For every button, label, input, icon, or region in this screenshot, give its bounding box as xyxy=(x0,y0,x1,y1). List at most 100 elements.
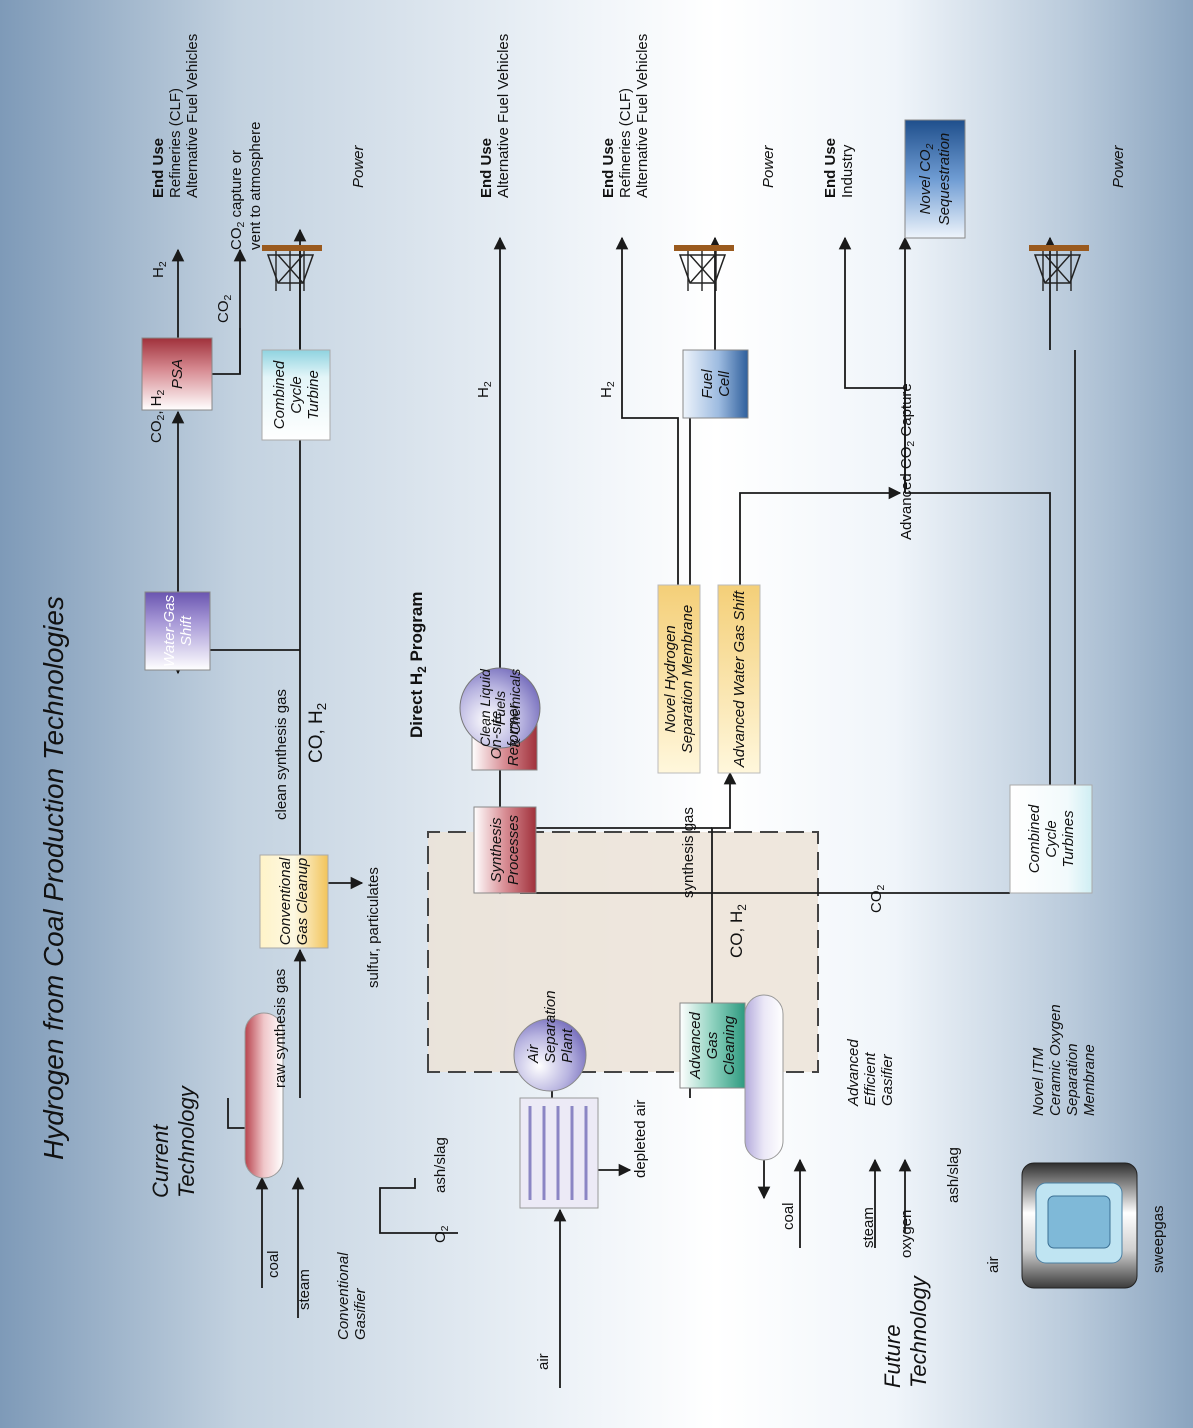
oxygen-label: oxygen xyxy=(898,1209,915,1258)
co2-h2-label: CO2, H2 xyxy=(148,389,168,443)
water-gas-shift-box: Water-Gas Shift xyxy=(145,592,210,670)
synthesis-gas-label: synthesis gas xyxy=(680,807,697,898)
sweepgas-label: sweepgas xyxy=(1150,1205,1167,1273)
box-line: Novel CO2 xyxy=(917,143,937,215)
fuel-cell-shape xyxy=(682,349,749,419)
box-line: Gas xyxy=(704,1031,721,1060)
end-use-heading: End Use xyxy=(822,137,839,198)
depleted-air-label: depleted air xyxy=(632,1099,649,1178)
box-line: Processes xyxy=(505,814,522,886)
end-use-line: Alternative Fuel Vehicles xyxy=(184,33,201,198)
label-line: Novel ITM xyxy=(1030,1047,1047,1116)
direct-h2-program-title: Direct H2 Program xyxy=(407,591,429,738)
combined-cycle-turbines-shape xyxy=(1009,784,1093,894)
box-line: & Chemicals xyxy=(506,668,523,748)
power-label: Power xyxy=(350,145,367,188)
co2-label-psa: CO2 xyxy=(215,294,235,323)
box-line: Shift xyxy=(177,616,195,647)
ash-slag-label: ash/slag xyxy=(432,1137,449,1193)
advanced-wgs-shape xyxy=(717,584,761,774)
conventional-gas-cleanup-box: Conventional Gas Cleanup xyxy=(260,855,328,948)
flow-arrow xyxy=(379,1178,458,1234)
end-use-line: Alternative Fuel Vehicles xyxy=(495,33,512,198)
advanced-wgs-box: Advanced Water Gas Shift xyxy=(718,585,760,773)
air-label-future: air xyxy=(985,1256,1002,1273)
ash-slag-label-future: ash/slag xyxy=(945,1147,962,1203)
label-line: Separation xyxy=(542,990,559,1063)
psa-shape xyxy=(141,337,213,411)
label-line: Advanced xyxy=(845,1039,862,1106)
end-use-heading: End Use xyxy=(150,137,167,198)
label-line: Ceramic Oxygen xyxy=(1047,1004,1064,1116)
flow-arrow xyxy=(615,236,679,585)
flow-arrow xyxy=(905,492,1051,785)
box-line: Advanced Water Gas Shift xyxy=(730,590,748,768)
coal-label: coal xyxy=(265,1250,282,1278)
synthesis-processes-shape xyxy=(473,806,537,894)
raw-synthesis-gas-label: raw synthesis gas xyxy=(272,968,289,1088)
box-line: Cycle xyxy=(1042,820,1060,858)
label-line: Membrane xyxy=(1081,1044,1098,1116)
flow-arrow xyxy=(838,236,906,493)
co2-capture-vent-label: CO2 capture or vent to atmosphere xyxy=(228,122,264,250)
end-use-heading: End Use xyxy=(600,137,617,198)
box-line: Turbine xyxy=(304,370,322,420)
page-title: Hydrogen from Coal Production Technologi… xyxy=(38,596,69,1160)
current-label-line: Technology xyxy=(174,1086,199,1198)
label-line: CO2 capture or xyxy=(228,149,248,250)
current-technology-label: Current Technology xyxy=(148,1086,200,1198)
advanced-gasifier-icon xyxy=(744,994,784,1161)
flow-arrow xyxy=(739,486,902,585)
end-use-row2: End Use Alternative Fuel Vehicles xyxy=(478,34,512,198)
flow-arrow xyxy=(212,328,241,375)
future-technology-label: Future Technology xyxy=(880,1276,932,1388)
conventional-gasifier-icon xyxy=(244,1012,284,1179)
end-use-row1: End Use Refineries (CLF) Alternative Fue… xyxy=(150,34,201,198)
advanced-co2-capture-label: Advanced CO2 Capture xyxy=(898,383,918,540)
box-line: Separation Membrane xyxy=(679,604,696,754)
box-line: Cycle xyxy=(287,376,305,414)
box-line: Fuel xyxy=(698,369,716,399)
box-line: Gas Cleanup xyxy=(294,857,311,946)
box-line: Fuels xyxy=(491,690,508,726)
label-line: Efficient xyxy=(862,1052,879,1106)
h2-label-membrane: H2 xyxy=(598,381,618,398)
conventional-gasifier-label: Conventional Gasifier xyxy=(335,1252,369,1340)
end-use-line: Industry xyxy=(839,144,856,198)
power-label: Power xyxy=(1110,145,1127,188)
end-use-line: Refineries (CLF) xyxy=(617,87,634,198)
h2-label-reformer: H2 xyxy=(475,381,495,398)
o2-label: O2 xyxy=(432,1225,452,1243)
clean-liquid-fuels-shape xyxy=(459,667,541,749)
combined-cycle-turbine-box: Combined Cycle Turbine xyxy=(262,350,330,440)
itm-membrane-label: Novel ITM Ceramic Oxygen Separation Memb… xyxy=(1030,1004,1098,1116)
combined-cycle-turbines-box: Combined Cycle Turbines xyxy=(1010,785,1092,893)
conventional-gas-cleanup-shape xyxy=(259,854,329,949)
co2-label-capture: CO2 xyxy=(868,884,888,913)
clean-synthesis-gas-label: clean synthesis gas xyxy=(273,689,290,820)
end-use-line: Refineries (CLF) xyxy=(167,87,184,198)
fuel-cell-box: Fuel Cell xyxy=(683,350,748,418)
coal-label-future: coal xyxy=(780,1202,797,1230)
power-tower-icon xyxy=(1029,245,1089,291)
box-line: Cleaning xyxy=(721,1015,738,1076)
end-use-heading: End Use xyxy=(478,137,495,198)
box-line: Combined xyxy=(270,360,288,430)
end-use-line: Alternative Fuel Vehicles xyxy=(634,33,651,198)
air-label: air xyxy=(535,1353,552,1370)
air-separation-plant-icon xyxy=(513,1018,599,1209)
future-label-line: Future xyxy=(880,1324,905,1388)
label-line: Gasifier xyxy=(879,1054,896,1106)
label-line: Air xyxy=(525,1044,542,1063)
h2-label-psa: H2 xyxy=(150,261,170,278)
box-line: Cell xyxy=(715,371,733,397)
ceramic-membrane-icon xyxy=(1021,1162,1138,1289)
novel-membrane-shape xyxy=(657,584,701,774)
co-h2-label-lower: CO, H2 xyxy=(727,904,749,958)
sulfur-particulates-label: sulfur, particulates xyxy=(365,867,382,988)
flow-arrow xyxy=(711,771,737,1003)
clean-liquid-fuels-box: Clean Liquid Fuels & Chemicals xyxy=(460,668,540,748)
synthesis-processes-box: Synthesis Processes xyxy=(474,807,536,893)
label-line: Conventional xyxy=(335,1252,352,1340)
